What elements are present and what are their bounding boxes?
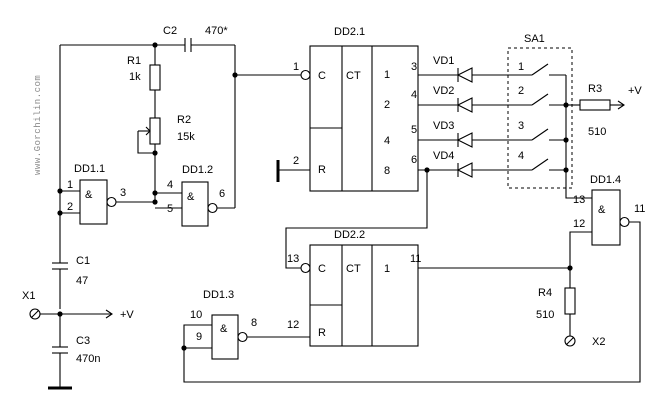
dd1-3-symbol: &	[220, 323, 228, 335]
dd1-4-label: DD1.4	[590, 174, 621, 186]
dd2-1-type: CT	[346, 70, 361, 82]
c2-label: C2	[163, 25, 177, 37]
dd1-3-label: DD1.3	[203, 289, 234, 301]
dd2-2-out1: 1	[384, 263, 390, 275]
dd1-2-pin4: 4	[167, 179, 173, 191]
gate-dd1-1: & DD1.1 1 2 3	[67, 163, 126, 225]
dd1-2-pin5: 5	[167, 203, 173, 215]
dd2-2-pin13: 13	[287, 253, 299, 265]
sa1-pos2: 2	[518, 85, 524, 97]
dd2-1-pin4: 4	[411, 89, 417, 101]
sa1-label: SA1	[524, 33, 545, 45]
r1-value: 1k	[129, 71, 141, 83]
dd2-1-pin1: 1	[293, 61, 299, 73]
c3-value: 470n	[76, 353, 100, 365]
resistor-r1: R1 1k	[127, 45, 161, 118]
resistor-r2: R2 15k	[137, 114, 195, 202]
dd2-1-pin3: 3	[411, 61, 417, 73]
switch-sa1: SA1 1 2 3 4	[505, 33, 573, 189]
sa1-pos1: 1	[518, 61, 524, 73]
watermark: www.Gorchilin.com	[33, 75, 43, 175]
dd1-2-label: DD1.2	[182, 164, 213, 176]
dd2-1-r: R	[318, 164, 326, 176]
dd2-1-out4: 4	[384, 135, 390, 147]
supply-label-1: +V	[120, 309, 134, 321]
resistor-r4: R4 510	[536, 268, 576, 336]
dd2-1-pin5: 5	[411, 124, 417, 136]
dd1-4-symbol: &	[598, 204, 606, 216]
dd1-3-pin8: 8	[251, 317, 257, 329]
dd2-2-pin12: 12	[287, 319, 299, 331]
capacitor-c3: C3 470n	[48, 314, 100, 390]
dd1-1-pin3: 3	[120, 187, 126, 199]
dd2-1-label: DD2.1	[334, 26, 365, 38]
vd4-label: VD4	[433, 150, 454, 162]
dd2-2-c: C	[318, 263, 326, 275]
dd1-1-symbol: &	[85, 189, 93, 201]
dd2-2-type: CT	[346, 263, 361, 275]
counter-dd2-1: DD2.1 CT C R 1 2 4 8 1 2	[293, 26, 419, 192]
x1-label: X1	[22, 290, 35, 302]
counter-dd2-2: DD2.2 CT C R 1 13 12 11	[287, 229, 421, 347]
diode-vd4: VD4	[433, 150, 505, 178]
dd2-1-c: C	[318, 70, 326, 82]
dd1-4-pin11: 11	[634, 203, 645, 215]
supply-label-2: +V	[628, 85, 642, 97]
r3-label: R3	[588, 83, 602, 95]
dd1-2-pin6: 6	[219, 188, 225, 200]
c1-label: C1	[76, 255, 90, 267]
r2-label: R2	[177, 114, 191, 126]
capacitor-c2: C2 470*	[163, 25, 228, 52]
dd2-2-r: R	[318, 327, 326, 339]
sa1-pos4: 4	[518, 150, 524, 162]
gate-dd1-2: & DD1.2 4 5 6	[167, 164, 225, 227]
vd2-label: VD2	[433, 85, 454, 97]
x2-label: X2	[592, 336, 605, 348]
dd2-1-out1: 1	[384, 69, 390, 81]
dd2-2-pin11: 11	[410, 253, 421, 265]
dd2-1-out8: 8	[384, 165, 390, 177]
dd1-3-pin10: 10	[190, 309, 202, 321]
dd1-1-pin2: 2	[67, 201, 73, 213]
c3-label: C3	[76, 335, 90, 347]
dd1-4-pin13: 13	[573, 194, 585, 206]
sa1-pos3: 3	[518, 120, 524, 132]
diode-vd3: VD3	[433, 120, 505, 148]
dd2-1-pin6: 6	[411, 154, 417, 166]
dd2-1-pin2: 2	[293, 155, 299, 167]
dd1-1-label: DD1.1	[74, 163, 105, 175]
terminal-x2: X2	[564, 335, 605, 348]
vd3-label: VD3	[433, 120, 454, 132]
diode-vd1: VD1	[433, 55, 505, 83]
gate-dd1-4: & DD1.4 13 12 11	[573, 174, 645, 246]
r4-label: R4	[538, 287, 552, 299]
capacitor-c1: C1 47	[52, 255, 90, 309]
r2-value: 15k	[177, 131, 195, 143]
dd1-1-pin1: 1	[67, 179, 73, 191]
c1-value: 47	[76, 275, 88, 287]
diode-vd2: VD2	[433, 85, 505, 113]
r1-label: R1	[127, 55, 141, 67]
dd1-4-pin12: 12	[573, 218, 585, 230]
r4-value: 510	[536, 309, 554, 321]
dd1-3-pin9: 9	[196, 331, 202, 343]
dd1-2-symbol: &	[187, 191, 195, 203]
c2-value: 470*	[205, 25, 228, 37]
r3-value: 510	[588, 126, 606, 138]
terminal-x1: X1	[22, 290, 41, 320]
resistor-r3: R3 510 +V	[566, 83, 642, 138]
dd2-1-out2: 2	[384, 99, 390, 111]
gate-dd1-3: & DD1.3 10 9 8	[190, 289, 257, 360]
dd2-2-label: DD2.2	[334, 229, 365, 241]
vd1-label: VD1	[433, 55, 454, 67]
